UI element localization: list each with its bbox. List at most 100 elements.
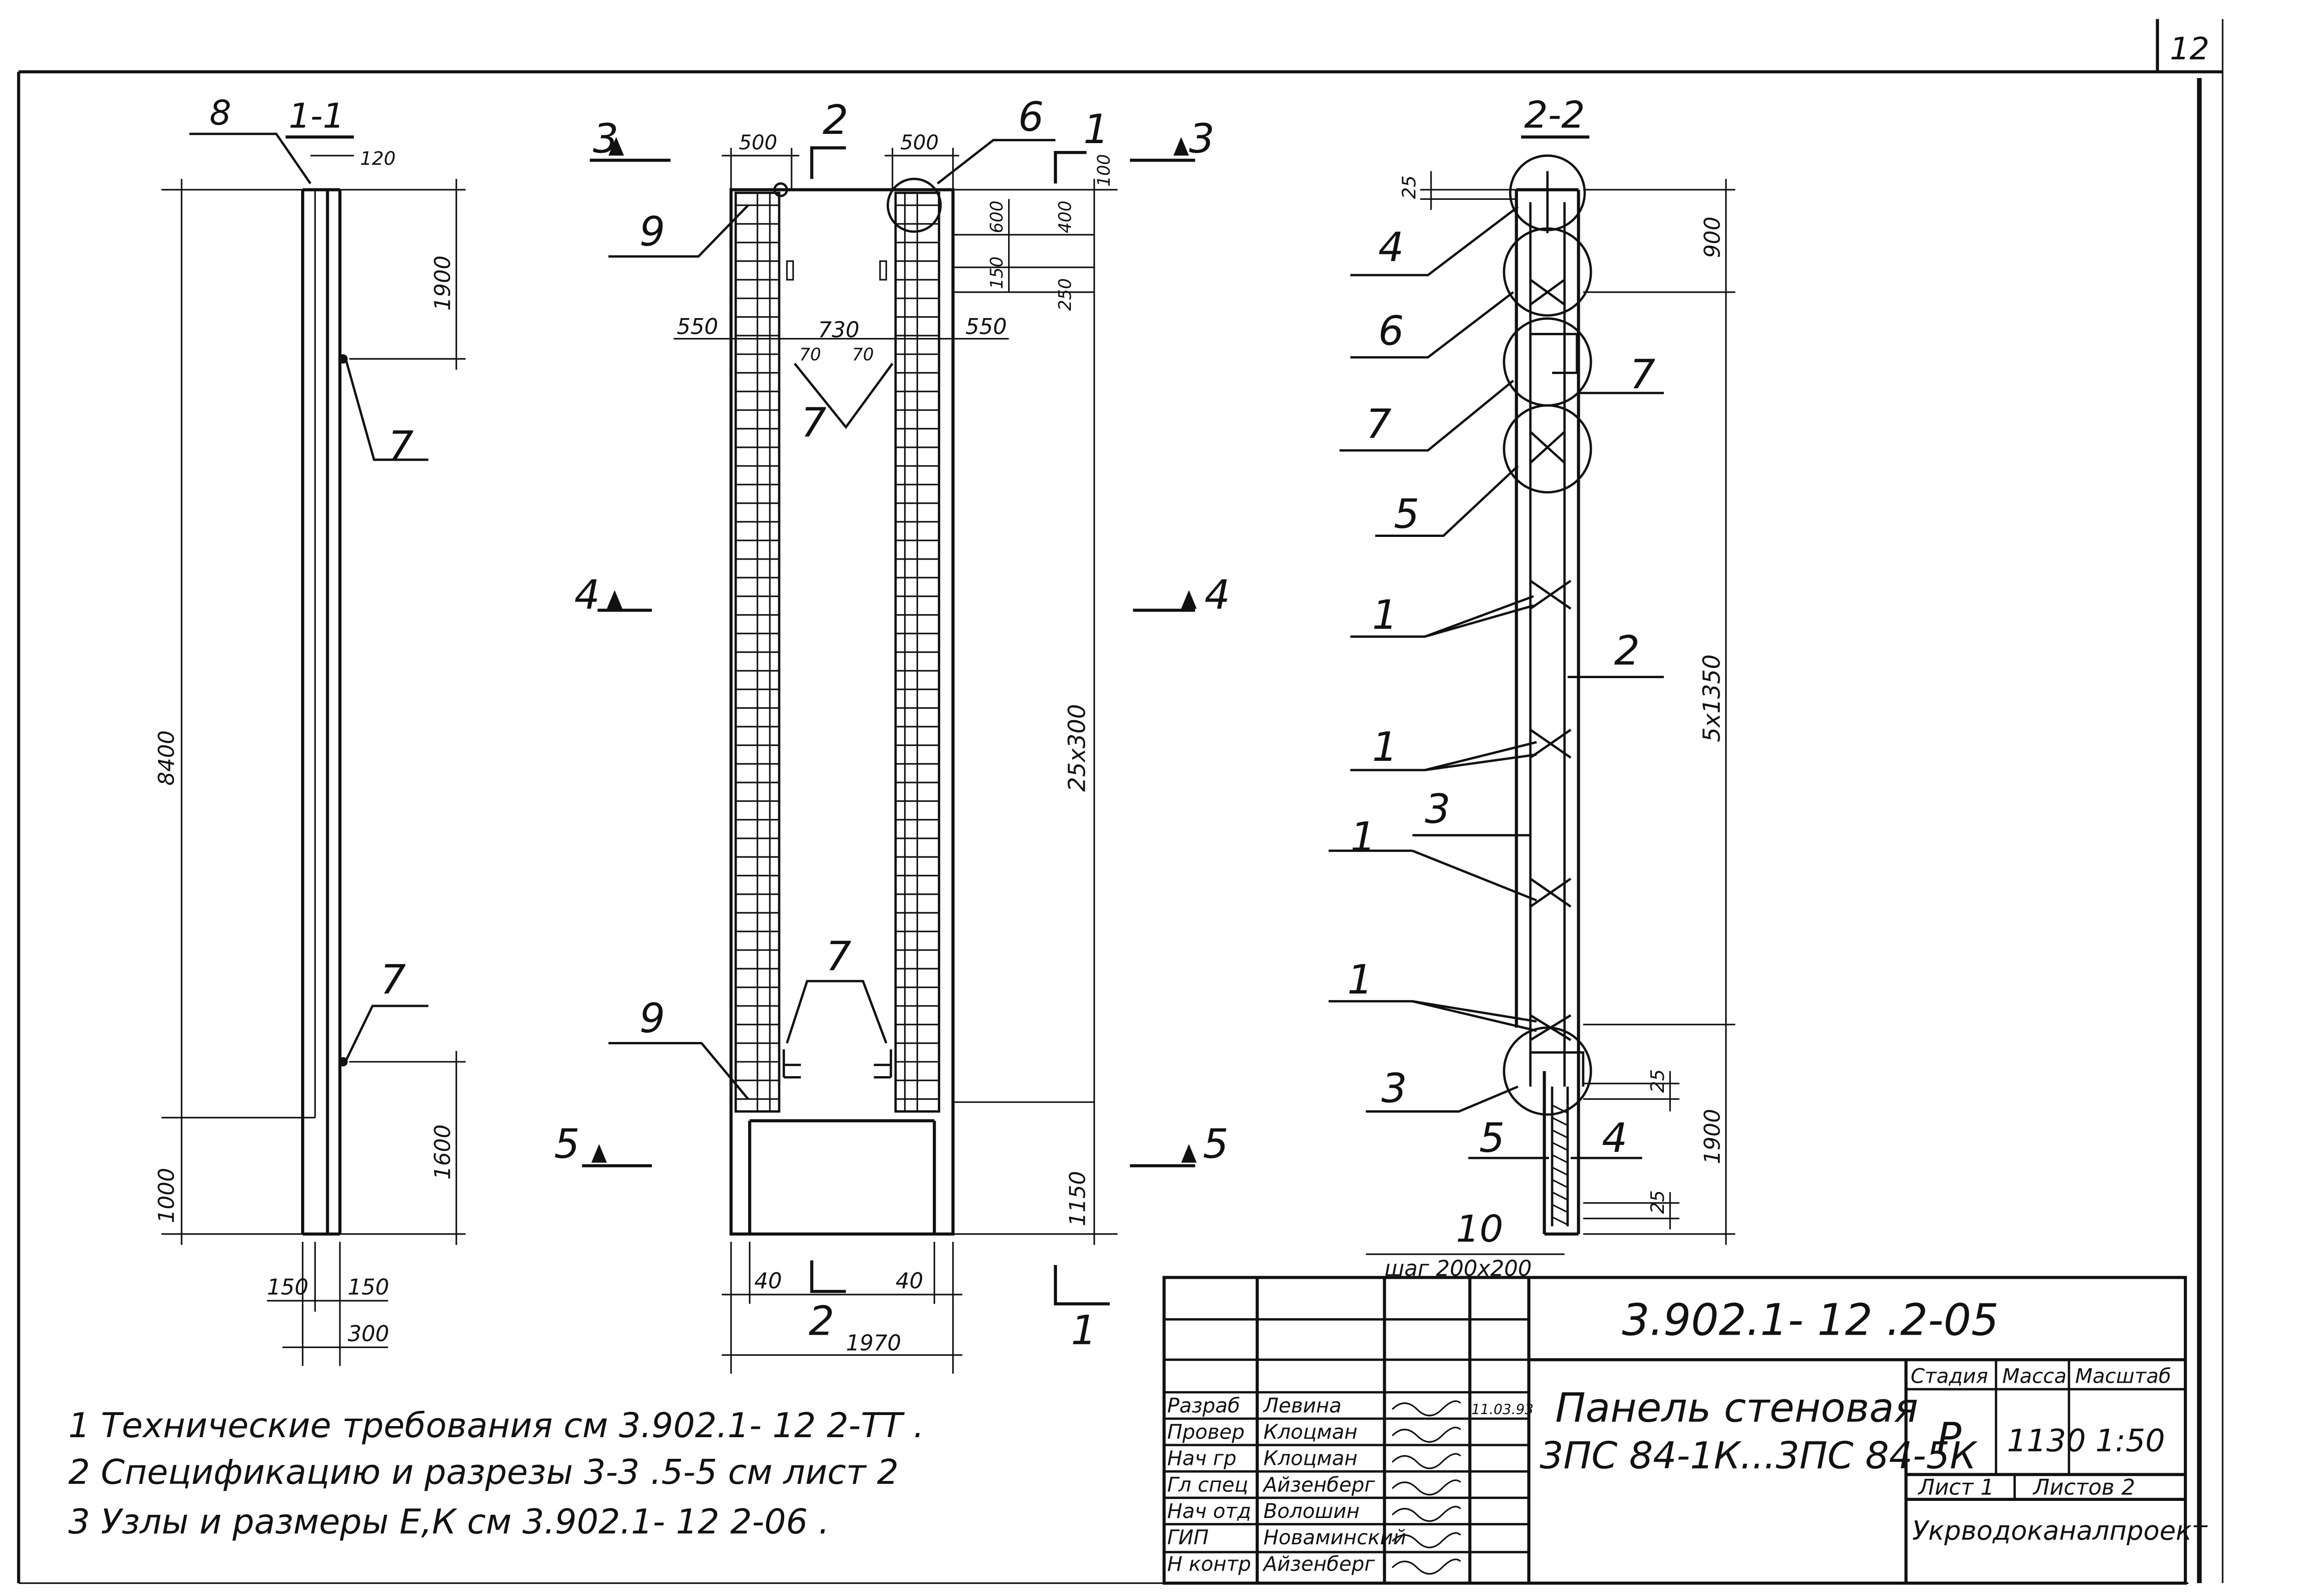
role-name: Клоцман <box>1263 1421 1358 1444</box>
dim-1000: 1000 <box>154 1168 179 1223</box>
role-name: Волошин <box>1263 1500 1360 1523</box>
mass-header: Масса <box>2002 1365 2067 1388</box>
rebar-rung <box>1552 1117 1568 1126</box>
dim-400: 400 <box>1055 201 1075 234</box>
section-2-2-view: 2-2 <box>1329 94 1735 1282</box>
rebar-rung <box>1552 1166 1568 1176</box>
dim-300: 300 <box>348 1321 389 1347</box>
cut-1-label: 1 <box>1071 1307 1097 1354</box>
dim-550: 550 <box>677 314 718 340</box>
dim-5x1350: 5x1350 <box>1698 654 1725 742</box>
detail-callout-6 <box>886 177 942 233</box>
note-3: 3 Узлы и размеры Е,К см 3.902.1- 12 2-06… <box>68 1502 829 1542</box>
stage-value: Р <box>1937 1414 1962 1461</box>
role-label: Разраб <box>1167 1394 1240 1417</box>
signature <box>1391 1532 1461 1548</box>
position-6-label: 6 <box>1018 93 1044 140</box>
position-3-label: 3 <box>1381 1065 1407 1112</box>
stage-header: Стадия <box>1910 1365 1988 1388</box>
note-2: 2 Спецификацию и разрезы 3-3 .5-5 см лис… <box>68 1452 899 1492</box>
position-9-label: 9 <box>640 208 665 255</box>
dim-150: 150 <box>348 1275 389 1300</box>
rebar-rung <box>1552 1142 1568 1151</box>
dim-120: 120 <box>360 148 396 169</box>
signature <box>1391 1559 1461 1575</box>
dim-1900: 1900 <box>1700 1109 1725 1164</box>
signature <box>1391 1506 1461 1522</box>
cut-3-label: 3 <box>593 115 619 162</box>
dim-100: 100 <box>1094 154 1114 187</box>
cut-3-label: 3 <box>1189 115 1215 162</box>
position-7-label: 7 <box>380 956 406 1003</box>
cut-5-label: 5 <box>1203 1120 1229 1168</box>
date: 11.03.93 <box>1471 1402 1534 1418</box>
signature <box>1391 1479 1461 1496</box>
role-label: Нач гр <box>1167 1447 1236 1470</box>
section-title-2-2: 2-2 <box>1524 94 1585 137</box>
rebar-rung <box>1552 1216 1568 1226</box>
dim-70: 70 <box>799 345 821 365</box>
scale-header: Масштаб <box>2075 1365 2171 1388</box>
dim-70: 70 <box>852 345 874 365</box>
document-code: 3.902.1- 12 .2-05 <box>1622 1295 1999 1345</box>
role-name: Айзенберг <box>1262 1473 1376 1497</box>
dim-600: 600 <box>987 201 1007 234</box>
position-5-label: 5 <box>1479 1114 1505 1162</box>
position-4-label: 4 <box>1378 224 1404 271</box>
dim-40: 40 <box>895 1269 923 1294</box>
rebar-rung <box>1552 1129 1568 1139</box>
dim-25: 25 <box>1647 1190 1668 1214</box>
position-7-label: 7 <box>1630 351 1656 398</box>
signature <box>1391 1400 1461 1416</box>
dim-150: 150 <box>987 257 1007 289</box>
dim-1150: 1150 <box>1065 1171 1090 1226</box>
sheet-number: 12 <box>2170 31 2210 67</box>
dim-1900: 1900 <box>430 255 456 311</box>
position-1-label: 1 <box>1372 723 1398 771</box>
signature <box>1391 1453 1461 1469</box>
dim-500: 500 <box>900 131 938 155</box>
position-4-label: 4 <box>1602 1114 1628 1162</box>
position-8-label: 8 <box>210 93 231 133</box>
cut-5-label: 5 <box>554 1120 580 1168</box>
sheet-label: Лист 1 <box>1917 1475 1994 1500</box>
position-3-label: 3 <box>1425 785 1451 832</box>
dim-40: 40 <box>754 1269 782 1294</box>
position-7-label: 7 <box>1366 401 1392 448</box>
rebar-rungs-lower <box>1552 1104 1568 1226</box>
role-label: Н контр <box>1167 1552 1251 1576</box>
role-name: Новаминский <box>1263 1526 1406 1549</box>
scale-value: 1:50 <box>2095 1422 2165 1458</box>
role-name: Клоцман <box>1263 1447 1358 1470</box>
cross-ties <box>1529 278 1572 1041</box>
sheet-frame <box>17 19 2224 1584</box>
rebar-rung <box>1552 1191 1568 1201</box>
role-label: Гл спец <box>1167 1473 1248 1497</box>
dim-25: 25 <box>1647 1069 1668 1093</box>
rebar-rungs-left <box>736 204 780 1100</box>
dim-8400: 8400 <box>154 730 179 786</box>
detail-callouts <box>1503 154 1592 1116</box>
cut-2-label: 2 <box>822 96 848 144</box>
rebar-rung <box>1552 1204 1568 1213</box>
dim-150: 150 <box>267 1275 308 1300</box>
mass-value: 1130 <box>2007 1422 2086 1458</box>
dim-25: 25 <box>1398 175 1420 199</box>
role-name: Левина <box>1263 1394 1342 1417</box>
note-1: 1 Технические требования см 3.902.1- 12 … <box>68 1406 924 1445</box>
dim-900: 900 <box>1700 217 1725 258</box>
cut-2-label: 2 <box>809 1297 834 1344</box>
sheets-label: Листов 2 <box>2032 1475 2135 1500</box>
dim-25x300: 25x300 <box>1063 704 1090 792</box>
dim-1600: 1600 <box>430 1125 456 1180</box>
title-line-2: 3ПС 84-1К...3ПС 84-5К <box>1540 1434 1978 1477</box>
position-9-label: 9 <box>640 995 665 1042</box>
position-1-label: 1 <box>1350 813 1376 861</box>
role-label: Нач отд <box>1167 1500 1251 1523</box>
position-1-label: 1 <box>1347 956 1373 1003</box>
general-notes: 1 Технические требования см 3.902.1- 12 … <box>68 1406 924 1542</box>
position-2-label: 2 <box>1614 627 1640 674</box>
position-7-label: 7 <box>826 933 852 980</box>
